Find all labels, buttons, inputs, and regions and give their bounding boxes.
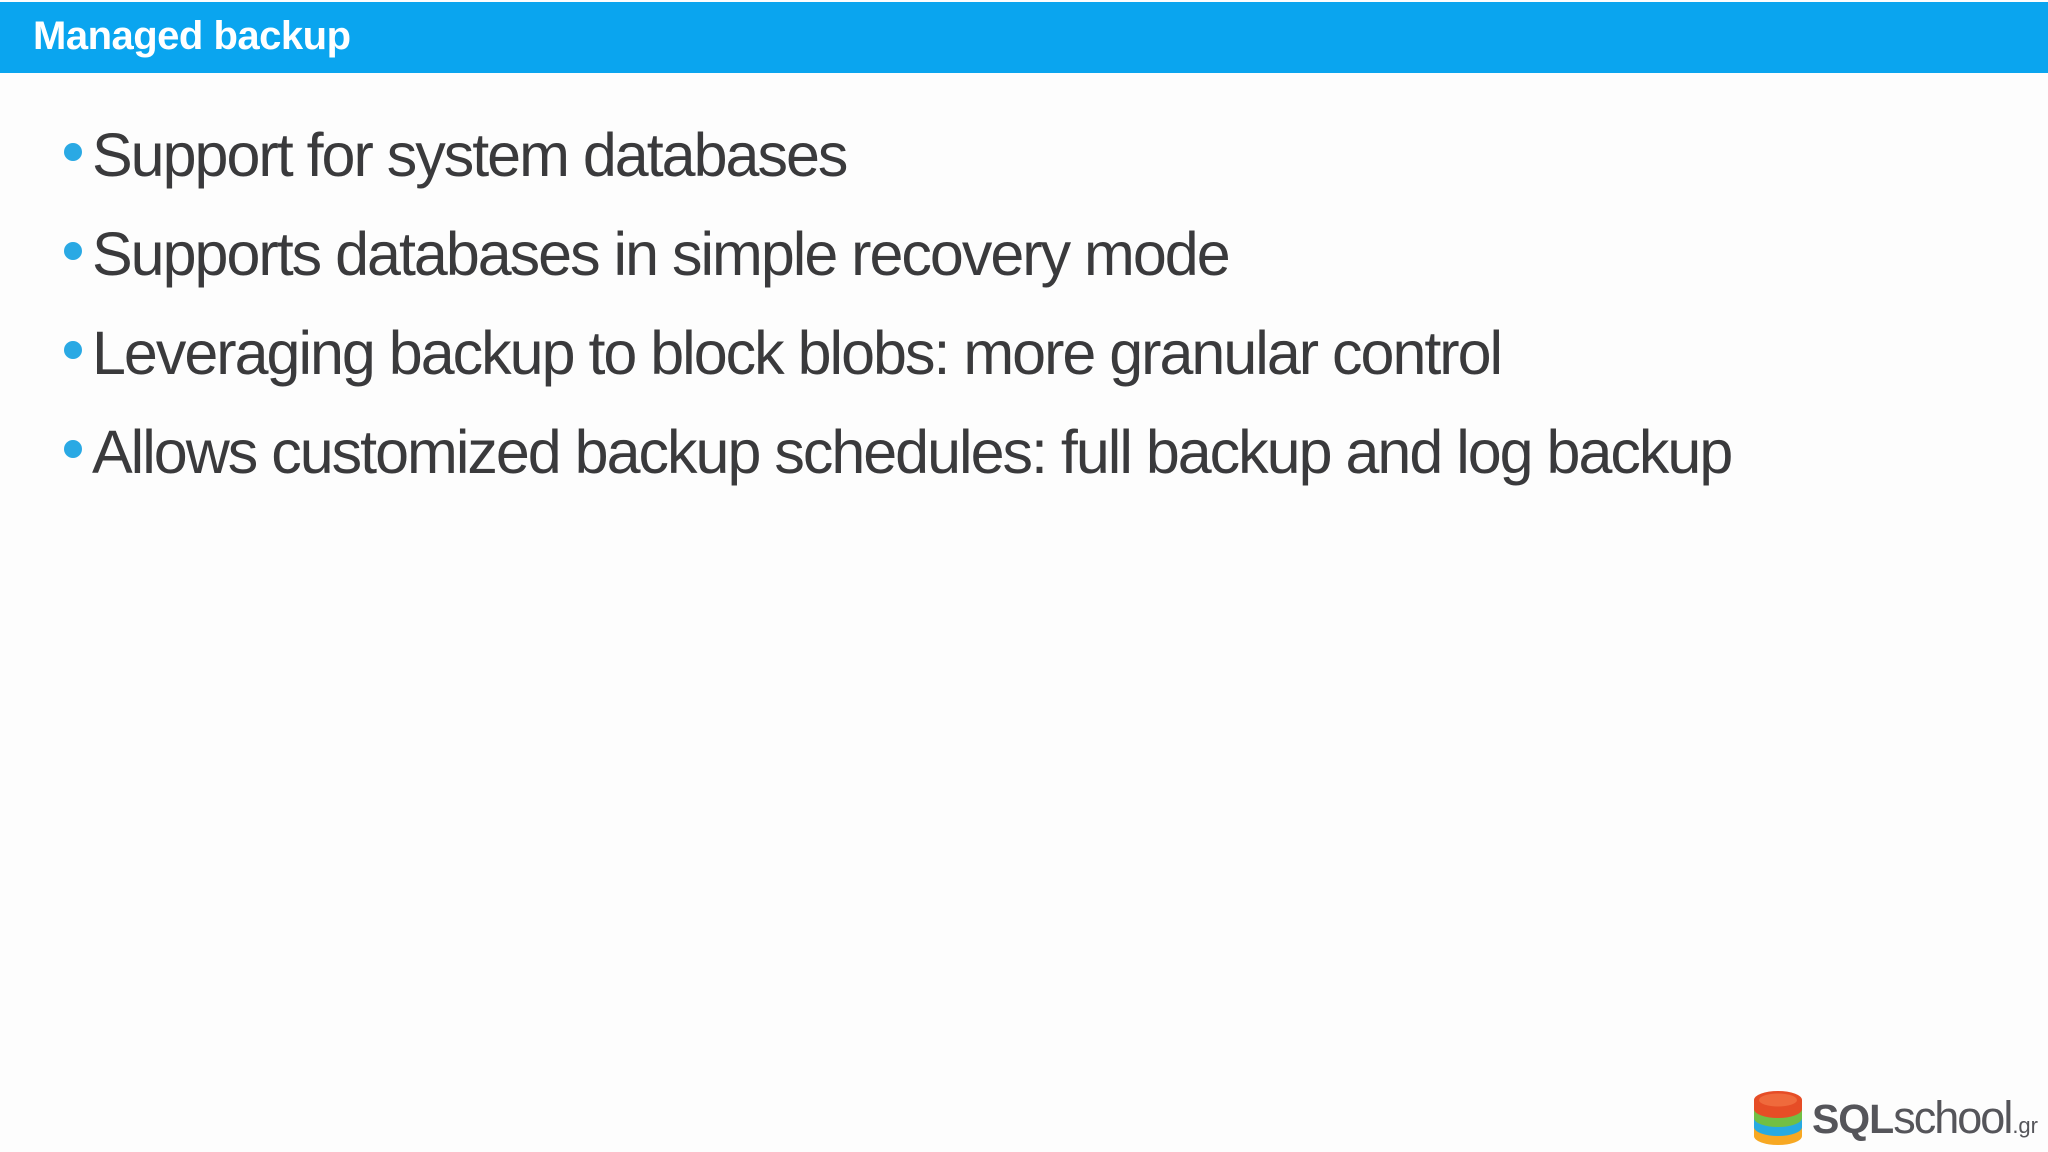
bullet-text: Leveraging backup to block blobs: more g…	[92, 319, 1503, 387]
list-item: Support for system databases	[64, 106, 2018, 205]
logo-text-sql: SQL	[1811, 1096, 1894, 1142]
bullet-icon	[64, 242, 82, 260]
bullet-text: Allows customized backup schedules: full…	[92, 418, 1733, 486]
bullet-text: Support for system databases	[92, 121, 848, 189]
logo-text-tld: .gr	[2012, 1113, 2038, 1138]
list-item: Leveraging backup to block blobs: more g…	[64, 304, 2018, 403]
header-bar: Managed backup	[0, 2, 2048, 73]
bullet-icon	[64, 341, 82, 359]
bullet-icon	[64, 440, 82, 458]
database-icon	[1753, 1091, 1802, 1145]
bullet-list: Support for system databases Supports da…	[64, 106, 2018, 502]
page-title: Managed backup	[33, 14, 351, 58]
list-item: Allows customized backup schedules: full…	[64, 403, 2018, 502]
list-item: Supports databases in simple recovery mo…	[64, 205, 2018, 304]
bullet-icon	[64, 143, 82, 161]
bullet-text: Supports databases in simple recovery mo…	[92, 220, 1231, 288]
logo-text-school: school	[1893, 1092, 2013, 1143]
